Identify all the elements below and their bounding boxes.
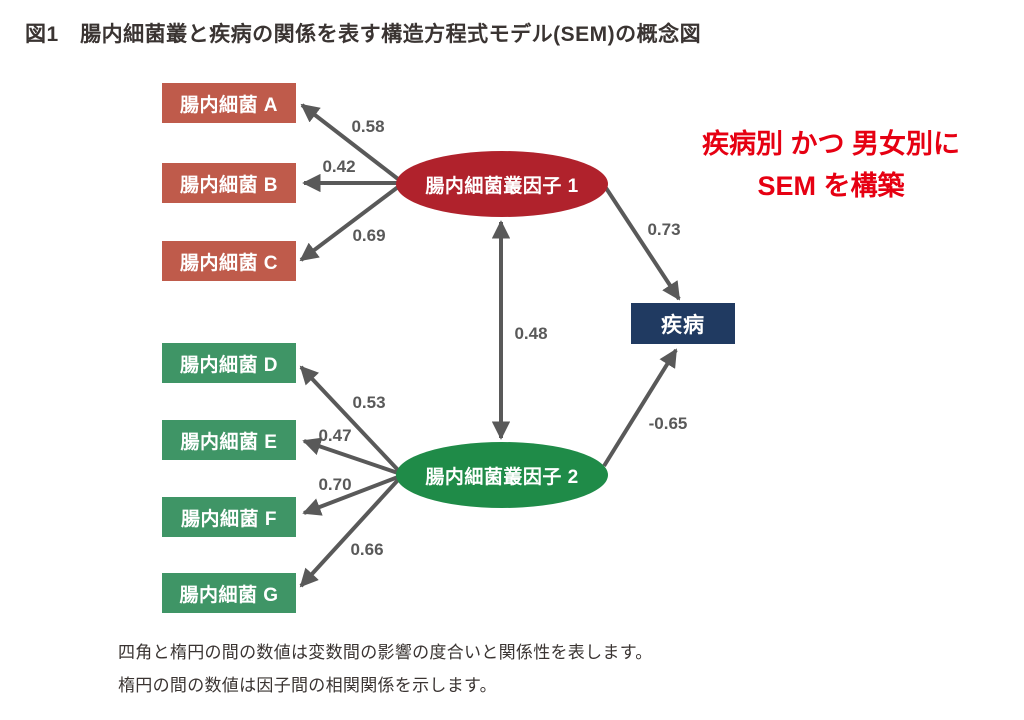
indicator-box-c: 腸内細菌 C: [162, 241, 296, 281]
indicator-box-b: 腸内細菌 B: [162, 163, 296, 203]
indicator-box-e: 腸内細菌 E: [162, 420, 296, 460]
loading-value-g: 0.66: [350, 540, 384, 559]
caption-line2: 楕円の間の数値は因子間の相関関係を示します。: [118, 676, 497, 696]
loading-value-d: 0.53: [352, 393, 386, 412]
path-value-factor1-outcome: 0.73: [647, 220, 681, 239]
loading-value-e: 0.47: [318, 426, 352, 445]
figure-title: 図1 腸内細菌叢と疾病の関係を表す構造方程式モデル(SEM)の概念図: [25, 23, 702, 46]
outcome-box-disease: 疾病: [631, 303, 735, 344]
indicator-box-a: 腸内細菌 A: [162, 83, 296, 123]
arrow-factor2-to-f: [302, 475, 399, 516]
arrow-factor2-to-d: [299, 365, 400, 472]
arrow-factor1-to-a: [300, 103, 400, 181]
path-value-factor2-outcome: -0.65: [648, 414, 688, 433]
loading-value-b: 0.42: [322, 157, 356, 176]
covariance-value: 0.48: [514, 324, 548, 343]
latent-factor2-ellipse: 腸内細菌叢因子 2: [396, 442, 608, 508]
annotation-line2: SEM を構築: [757, 170, 905, 201]
annotation-line1: 疾病別 かつ 男女別に: [701, 129, 960, 159]
indicator-box-d: 腸内細菌 D: [162, 343, 296, 383]
arrow-factor1-to-outcome: [604, 186, 681, 301]
arrow-factor2-to-outcome: [602, 348, 678, 468]
latent-factor1-ellipse: 腸内細菌叢因子 1: [396, 151, 608, 217]
arrow-factor1-to-c: [299, 185, 400, 262]
indicator-box-g: 腸内細菌 G: [162, 573, 296, 613]
loading-value-c: 0.69: [352, 226, 386, 245]
arrow-factor2-to-g: [299, 478, 400, 588]
loading-value-a: 0.58: [351, 117, 385, 136]
arrow-factor2-to-e: [302, 437, 399, 475]
annotation-note: 疾病別 かつ 男女別に SEM を構築: [655, 124, 1007, 208]
figure-caption: 四角と楕円の間の数値は変数間の影響の度合いと関係性を表します。 楕円の間の数値は…: [118, 636, 653, 702]
caption-line1: 四角と楕円の間の数値は変数間の影響の度合いと関係性を表します。: [118, 643, 653, 662]
indicator-box-f: 腸内細菌 F: [162, 497, 296, 537]
loading-value-f: 0.70: [318, 475, 352, 494]
